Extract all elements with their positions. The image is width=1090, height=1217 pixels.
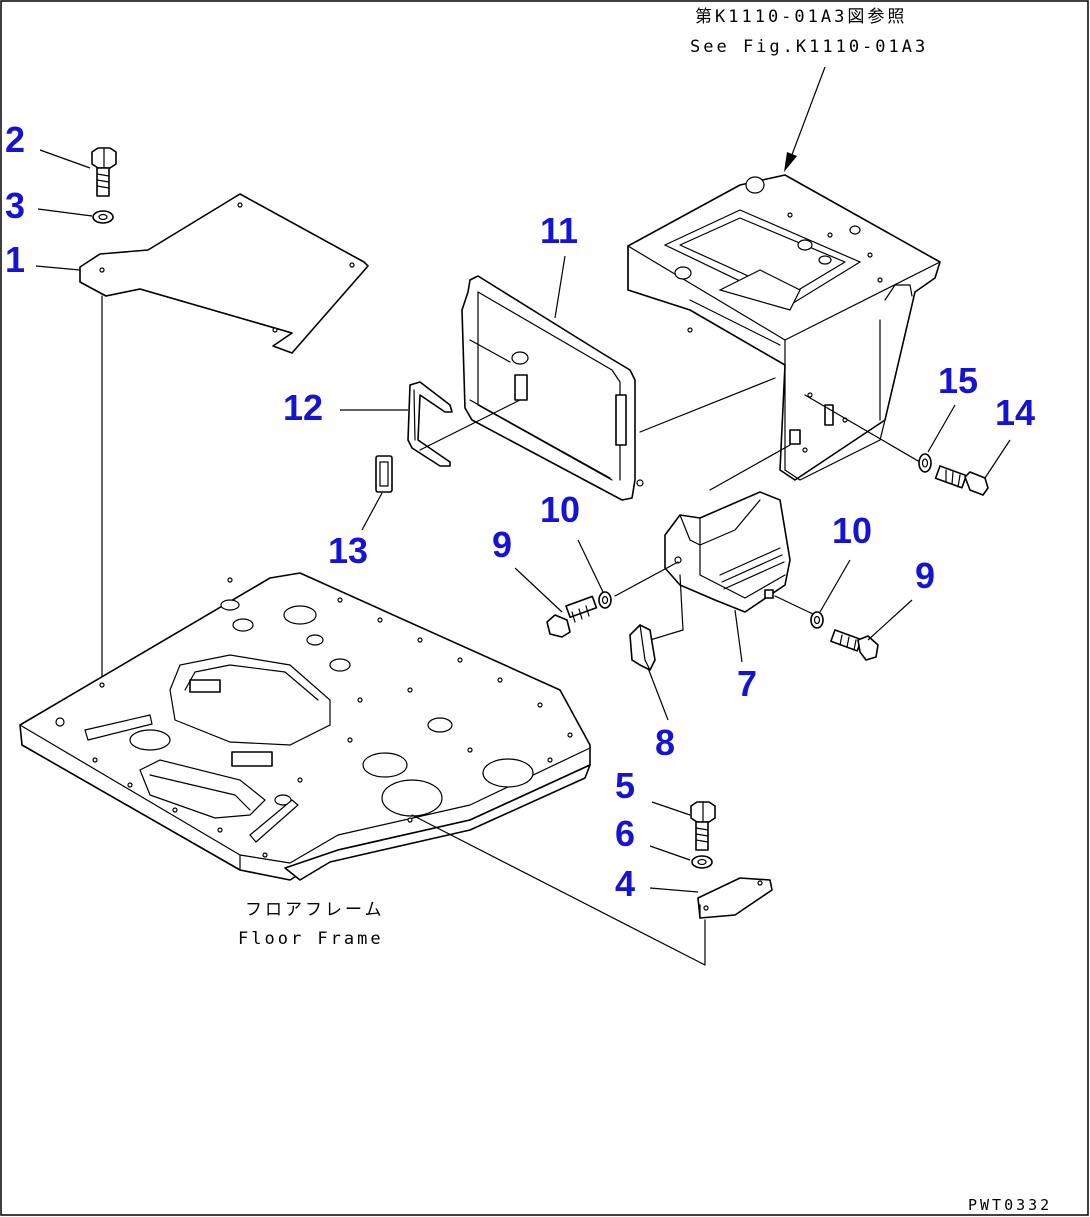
part-number-8: 8 (655, 722, 675, 763)
part-number-9-left: 9 (492, 524, 512, 565)
part-number-2: 2 (5, 119, 25, 160)
reference-note-en: See Fig.K1110-01A3 (690, 37, 928, 57)
part-number-11: 11 (540, 210, 578, 251)
part-number-15: 15 (938, 360, 978, 401)
washer-part-10-left (598, 591, 612, 609)
seal-part-12 (407, 381, 453, 467)
floor-frame (19, 572, 591, 881)
washer-part-6 (691, 855, 713, 869)
part-number-7: 7 (737, 663, 757, 704)
part-number-1: 1 (5, 239, 25, 280)
floor-frame-label-jp: フロアフレーム (245, 900, 385, 920)
bolt-part-5 (690, 801, 716, 851)
upper-frame (627, 174, 941, 481)
reference-arrow (784, 66, 826, 172)
part-number-5: 5 (615, 765, 635, 806)
reference-note-jp: 第K1110-01A3図参照 (695, 7, 907, 27)
part-number-13: 13 (328, 530, 368, 571)
alignment-line-4 (411, 814, 706, 966)
front-panel-part-11 (461, 275, 644, 501)
bolt-part-14 (934, 465, 989, 496)
leader-lines (35, 149, 1011, 893)
washer-part-3 (92, 210, 114, 224)
clip-part-8 (629, 624, 656, 671)
cover-plate-part-4 (697, 877, 773, 919)
grommet-part-13 (375, 455, 393, 493)
part-number-6: 6 (615, 813, 635, 854)
floor-plate-part-1 (79, 193, 369, 354)
floor-frame-label-en: Floor Frame (238, 929, 384, 949)
part-number-10-left: 10 (540, 489, 580, 530)
drawing-code: PWT0332 (968, 1196, 1052, 1214)
console-housing-part-7 (664, 491, 791, 613)
washer-part-10-right (810, 611, 824, 629)
part-number-9-right: 9 (915, 555, 935, 596)
washer-part-15 (918, 453, 932, 473)
part-number-4: 4 (615, 863, 635, 904)
bolt-part-9-right (830, 629, 879, 661)
part-number-10-right: 10 (832, 510, 872, 551)
part-number-14: 14 (995, 392, 1035, 433)
part-number-3: 3 (5, 185, 25, 226)
bolt-part-2 (91, 147, 117, 197)
bolt-part-9-left (546, 595, 598, 638)
part-number-12: 12 (283, 387, 323, 428)
